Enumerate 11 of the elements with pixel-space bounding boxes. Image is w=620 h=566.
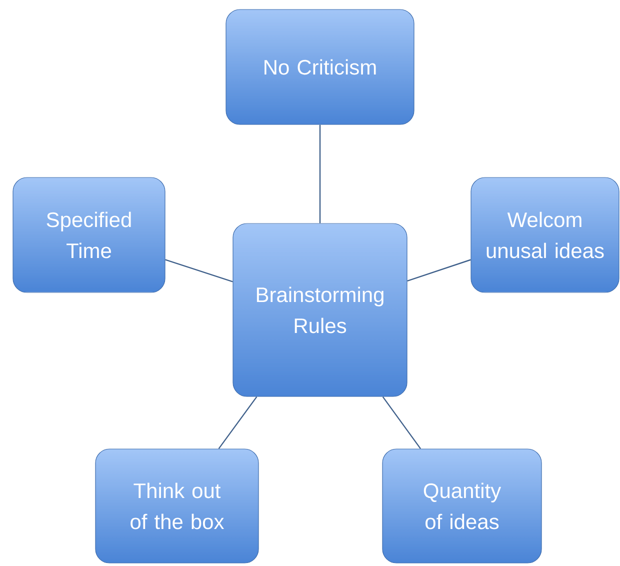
process-box: Brainstorming Rules bbox=[232, 223, 408, 397]
process-box: Welcom unusal ideas bbox=[470, 177, 620, 293]
connector-line bbox=[319, 124, 321, 224]
connector-line bbox=[407, 259, 471, 282]
process-box: Quantity of ideas bbox=[382, 448, 542, 564]
connector-line bbox=[218, 396, 258, 450]
process-box: Think out of the box bbox=[95, 448, 259, 564]
process-box: No Criticism bbox=[226, 9, 414, 125]
connector-line bbox=[382, 396, 422, 450]
connector-line bbox=[165, 259, 233, 282]
process-box: Specified Time bbox=[12, 177, 166, 293]
